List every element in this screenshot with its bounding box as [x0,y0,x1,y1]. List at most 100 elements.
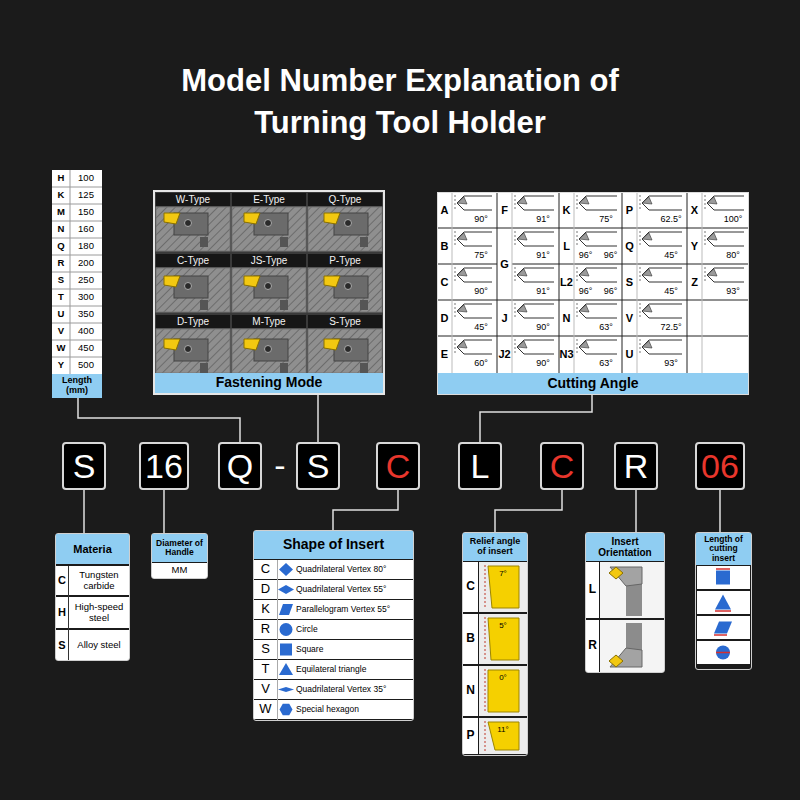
panel-heading: Cutting Angle [547,376,638,391]
grid-line [52,255,102,256]
cutting-length-row [697,641,750,664]
insert-shape-icon [280,704,293,715]
angle-value: 100° [724,215,743,225]
fastening-type: D-Type [177,316,209,327]
insert-shape-icon [279,604,293,615]
length-value-box: 125 [70,187,102,204]
grid-line [637,228,687,229]
length-code: Y [58,360,64,370]
shape-name-box: Parallelogram Vertex 55° [296,600,413,619]
angle-value: 45° [664,287,678,297]
grid-line [437,264,452,265]
length-code: Q [57,241,64,251]
angle-value-box: 96° [575,249,596,262]
grid-line [702,336,749,337]
angle-value-box: 96° [600,285,621,298]
material-row [56,630,129,660]
hand-code: R [588,639,597,652]
grid-line [452,264,497,265]
grid-line [574,300,622,301]
grid-line [574,336,622,337]
shape-name-box: Quadrilateral Vertex 80° [296,560,413,579]
grid-line [559,264,574,265]
style-code: U [626,348,634,360]
fastening-type-box: D-Type [156,315,230,328]
shape-code-box: R [254,620,277,639]
cutting-edge-mark [715,610,731,612]
insert-symbol [642,197,652,204]
angle-value: 91° [536,251,550,261]
angle-reference [640,339,641,355]
reference-line [485,669,486,713]
style-code: K [563,204,571,216]
angle-reference [515,195,516,211]
style-code-box: P [622,192,637,228]
length-code-box: Y [52,357,70,374]
length-code: M [57,207,65,217]
grid-line [452,228,497,229]
length-code-box: W [52,340,70,357]
insert-side-view [488,670,519,712]
panel-heading: Shape of Insert [283,537,384,552]
insert-symbol [517,341,527,348]
grid-line [622,336,637,337]
cutting-table [437,192,749,374]
length-code-box: H [52,170,70,187]
shape-name-box: Special hexagon [296,700,413,719]
length-code: W [57,343,66,353]
angle-reference [640,267,641,283]
angle-reference [640,303,641,319]
heading-band: Diameter of Handle [152,534,207,562]
angle-value-box: 80° [719,249,747,262]
grid-line [622,192,623,374]
style-code-box: C [437,264,452,300]
material-code: H [58,606,66,618]
angle-reference [577,195,578,211]
length-code-box: Q [52,238,70,255]
style-code: L2 [560,276,573,288]
length-code-box: N [52,221,70,238]
length-value: 450 [78,343,94,353]
grid-line [702,228,749,229]
angle-value-box: 90° [529,321,557,334]
length-value-box: 180 [70,238,102,255]
clamp-picture [308,329,382,373]
insert-symbol [164,213,180,224]
insert-symbol [244,276,260,287]
angle-value: 60° [474,359,488,369]
angle-value: 90° [474,287,488,297]
angle-value-box: 93° [657,357,685,370]
holder-outline [457,304,492,318]
clamp-symbol [200,300,208,310]
grid-line [687,336,702,337]
orientation-row [586,620,599,672]
code-letter: Q [227,449,253,483]
shape-code-box: C [254,560,277,579]
length-code: K [58,190,65,200]
grid-line [52,221,102,222]
cutting-length-row [697,616,750,639]
style-code-box: K [559,192,574,228]
panel-heading: Fastening Mode [216,375,323,390]
shape-name-box: Circle [296,620,413,639]
grid-line [702,300,749,301]
screw-symbol [265,220,272,227]
holder-outline [642,340,682,354]
angle-value-box: 62.5° [657,213,685,226]
angle-value-box: 100° [719,213,747,226]
heading-band: Cutting Angle [438,373,748,394]
holder-outline [579,196,617,210]
reference-line [485,617,486,661]
clamp-picture [232,268,306,312]
grid-line [702,192,703,374]
shape-code: T [262,662,270,676]
panel-heading: Relief angle of insert [465,537,525,557]
insert-shape-icon [279,563,293,576]
insert-symbol [457,305,467,312]
fastening-type-box: W-Type [156,193,230,206]
heading-band: Fastening Mode [155,373,383,393]
style-code-box: G [497,228,512,300]
style-code-box: E [437,336,452,372]
angle-value: 72.5° [660,323,681,333]
